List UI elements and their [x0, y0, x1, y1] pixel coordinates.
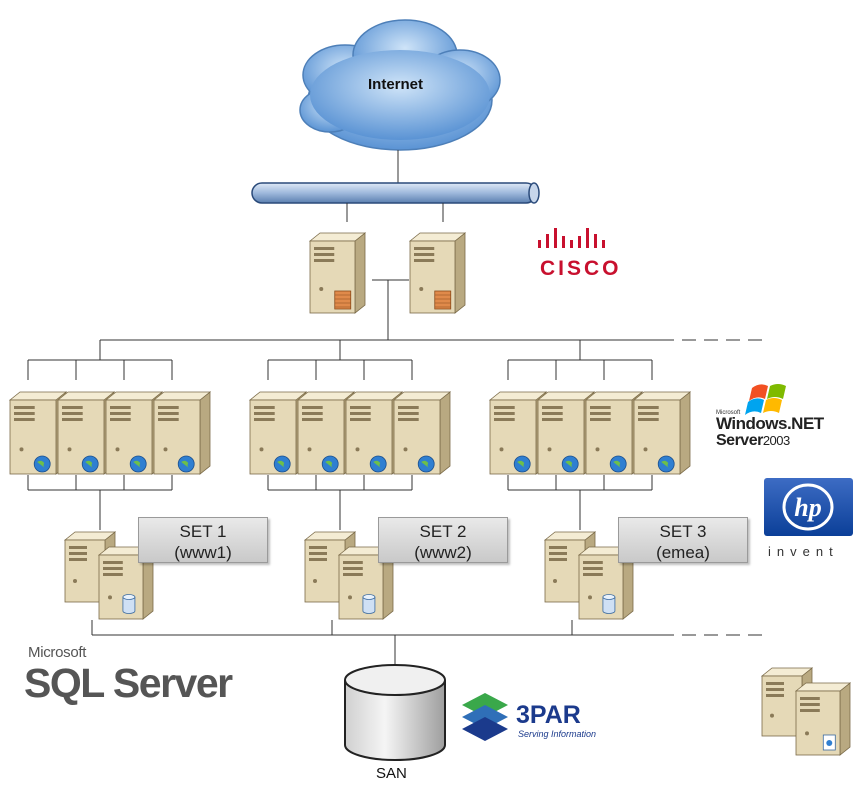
- web-server-3-1: [488, 391, 548, 475]
- set-2-name: SET 2: [419, 522, 467, 541]
- network-bus: [251, 182, 540, 204]
- windows-server-word: Server: [716, 432, 763, 449]
- windows-year: 2003: [762, 433, 790, 448]
- servers-layer: [8, 232, 852, 756]
- internet-label: Internet: [368, 76, 424, 93]
- web-server-2-4: [392, 391, 452, 475]
- windows-server-text: Server2003: [716, 432, 790, 450]
- database-icon: [122, 597, 136, 614]
- sql-server-text: SQL Server: [24, 660, 233, 706]
- set-1-label: SET 1 (www1): [138, 517, 268, 563]
- web-server-3-4: [632, 391, 692, 475]
- windows-flag-icon: [745, 384, 786, 415]
- set-2-sub: (www2): [414, 543, 472, 562]
- cisco-logo-text: CISCO: [540, 257, 622, 280]
- internet-cloud: [299, 19, 501, 151]
- web-server-1-2: [56, 391, 116, 475]
- set-3-name: SET 3: [659, 522, 707, 541]
- san-storage-icon: [344, 664, 446, 761]
- web-server-3-3: [584, 391, 644, 475]
- threepar-logo-icon: [462, 693, 508, 741]
- firewall-server-1: [308, 232, 367, 314]
- set-1-name: SET 1: [179, 522, 227, 541]
- extra-server-b: [794, 682, 852, 756]
- db-server-3b: [577, 546, 635, 620]
- cisco-logo-icon: [538, 228, 605, 248]
- set-3-sub: (emea): [656, 543, 710, 562]
- set-1-sub: (www1): [174, 543, 232, 562]
- db-server-1b: [97, 546, 155, 620]
- hp-tagline: invent: [768, 544, 839, 559]
- windows-net-text: Windows.NET: [716, 414, 824, 433]
- firewall-server-2: [408, 232, 467, 314]
- hp-logo-text: hp: [794, 493, 821, 522]
- threepar-text: 3PAR: [516, 701, 581, 729]
- firewall-icon: [434, 290, 452, 310]
- db-server-2b: [337, 546, 395, 620]
- web-server-1-1: [8, 391, 68, 475]
- set-2-label: SET 2 (www2): [378, 517, 508, 563]
- threepar-tagline: Serving Information: [518, 729, 597, 739]
- firewall-icon: [334, 290, 352, 310]
- web-server-3-2: [536, 391, 596, 475]
- set-3-label: SET 3 (emea): [618, 517, 748, 563]
- hp-logo-icon: hp: [764, 478, 853, 536]
- web-server-1-4: [152, 391, 212, 475]
- database-icon: [602, 597, 616, 614]
- san-label: SAN: [376, 765, 407, 782]
- windows-microsoft-text: Microsoft: [716, 410, 741, 416]
- database-icon: [362, 597, 376, 614]
- sql-microsoft-text: Microsoft: [28, 644, 87, 661]
